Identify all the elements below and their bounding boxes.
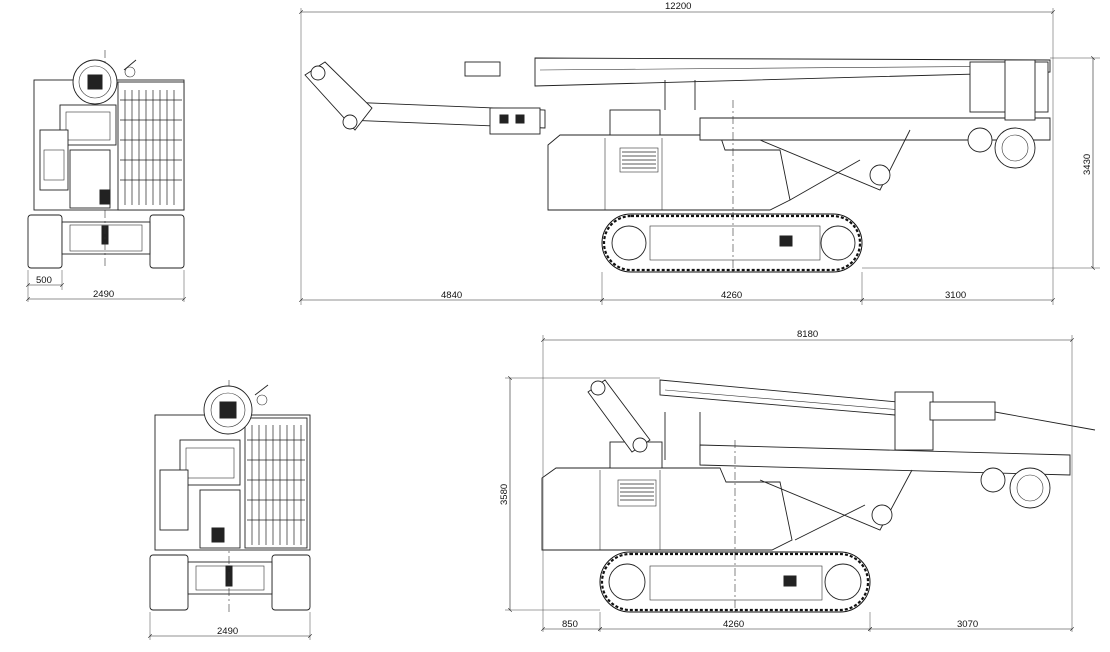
bottom-side-overall-length-label: 8180 [797, 329, 818, 340]
top-side-rear-overhang-label: 3100 [945, 290, 966, 301]
top-front-track-width-label: 500 [36, 275, 52, 286]
top-front-overall-width-label: 2490 [93, 289, 114, 300]
bottom-side-rear-overhang-label: 3070 [957, 619, 978, 630]
bottom-side-front-overhang-label: 850 [562, 619, 578, 630]
top-side-front-overhang-label: 4840 [441, 290, 462, 301]
top-side-track-length-label: 4260 [721, 290, 742, 301]
bottom-side-track-length-label: 4260 [723, 619, 744, 630]
bottom-side-height-label: 3580 [499, 484, 510, 505]
bottom-side-view: 8180 3580 850 4260 3070 [499, 329, 1096, 632]
bottom-front-overall-width-label: 2490 [217, 626, 238, 637]
bottom-front-view: 2490 [150, 380, 310, 640]
top-side-overall-length-label: 12200 [665, 1, 691, 12]
top-side-view: 12200 3430 4840 4260 3100 [301, 1, 1100, 305]
top-front-view: 500 2490 [28, 50, 184, 302]
top-side-height-label: 3430 [1082, 154, 1093, 175]
